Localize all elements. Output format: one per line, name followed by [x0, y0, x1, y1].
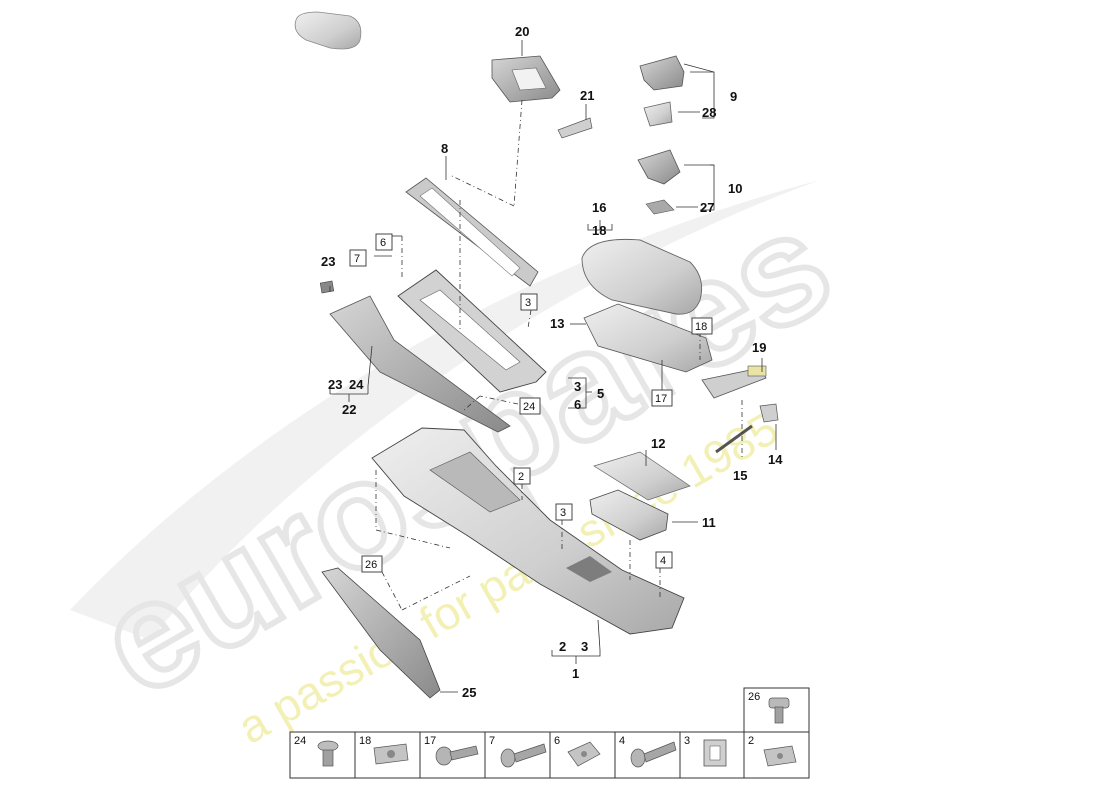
- callout-14: 14: [768, 452, 783, 467]
- fastener-row: 24 18 17 7: [289, 731, 810, 779]
- callout-6-frame: 6: [574, 397, 581, 412]
- boxed-ref-7: 7: [349, 249, 367, 267]
- part-25-side-panel: [321, 567, 441, 699]
- callout-28: 28: [702, 105, 716, 120]
- svg-text:24: 24: [523, 401, 535, 413]
- callout-22: 22: [342, 402, 356, 417]
- fastener-cell-7: 7: [489, 735, 547, 768]
- boxed-ref-2: 2: [513, 467, 531, 485]
- callout-18: 18: [592, 223, 606, 238]
- callout-9: 9: [730, 89, 737, 104]
- fastener-label-17: 17: [424, 735, 436, 747]
- fastener-label-2: 2: [748, 735, 754, 747]
- part-15-cable: [715, 424, 753, 454]
- fastener-cell-3: 3: [684, 735, 727, 767]
- fastener-cell-6: 6: [554, 735, 601, 767]
- part-10-cup: [637, 149, 681, 185]
- bolt-long-icon: [630, 741, 677, 768]
- svg-text:6: 6: [380, 237, 386, 249]
- boxed-ref-26: 26: [361, 555, 383, 573]
- svg-text:7: 7: [354, 253, 360, 265]
- svg-text:18: 18: [695, 321, 707, 333]
- part-cap: [294, 11, 362, 50]
- fastener-table: 26 24 18: [289, 687, 810, 779]
- fastener-cell-2: 2: [748, 735, 797, 767]
- fastener-cell-17: 17: [424, 735, 479, 766]
- callout-19: 19: [752, 340, 766, 355]
- callout-15: 15: [733, 468, 747, 483]
- screw-flange-icon: [435, 745, 479, 766]
- part-13-storage: [583, 303, 713, 373]
- parts: [294, 11, 779, 699]
- callout-10: 10: [728, 181, 742, 196]
- bolt-flange-icon: [768, 697, 790, 724]
- spring-clip-icon: [567, 741, 601, 767]
- fastener-cell-4: 4: [619, 735, 677, 768]
- callout-3: 3: [581, 639, 588, 654]
- fastener-label-4: 4: [619, 735, 625, 747]
- part-23-pad: [319, 280, 335, 294]
- boxed-ref-18: 18: [691, 317, 713, 335]
- svg-text:3: 3: [525, 297, 531, 309]
- fastener-cell-24: 24: [294, 735, 339, 767]
- part-12-cover: [593, 451, 691, 501]
- square-clip-icon: [703, 739, 727, 767]
- part-9-cup: [639, 55, 685, 91]
- callout-2: 2: [559, 639, 566, 654]
- callout-25: 25: [462, 685, 476, 700]
- watermark-swoosh: [70, 180, 820, 640]
- boxed-ref-24: 24: [519, 397, 541, 415]
- callout-27: 27: [700, 200, 714, 215]
- part-22-side-trim: [329, 295, 511, 433]
- fastener-label-26: 26: [748, 691, 760, 703]
- callout-8: 8: [441, 141, 448, 156]
- u-nut-icon: [763, 745, 797, 767]
- part-28-insert: [643, 101, 673, 127]
- callout-16: 16: [592, 200, 606, 215]
- svg-text:26: 26: [365, 559, 377, 571]
- leader-lines: [329, 40, 777, 693]
- clip-nut-icon: [373, 743, 409, 765]
- part-21-bracket: [557, 117, 593, 139]
- boxed-ref-4: 4: [655, 551, 673, 569]
- callout-1: 1: [572, 666, 579, 681]
- callout-13: 13: [550, 316, 564, 331]
- part-27-mat: [645, 199, 675, 215]
- callout-11: 11: [702, 515, 716, 530]
- svg-text:3: 3: [560, 507, 566, 519]
- boxed-ref-17: 17: [651, 389, 673, 407]
- boxed-ref-3-lower: 3: [555, 503, 573, 521]
- bolt-round-head-icon: [317, 740, 339, 767]
- callout-24: 24: [349, 377, 364, 392]
- callout-20: 20: [515, 24, 529, 39]
- callout-23-bottom: 23: [328, 377, 342, 392]
- fastener-cell-26: 26: [743, 687, 810, 733]
- callout-3-frame: 3: [574, 379, 581, 394]
- part-14-switch: [759, 403, 779, 423]
- part-11-tray: [589, 489, 669, 541]
- fastener-label-7: 7: [489, 735, 495, 747]
- fastener-cell-18: 18: [359, 735, 409, 765]
- boxed-ref-6: 6: [375, 233, 393, 251]
- svg-text:17: 17: [655, 393, 667, 405]
- fastener-label-24: 24: [294, 735, 306, 747]
- fastener-label-18: 18: [359, 735, 371, 747]
- callout-23-top: 23: [321, 254, 335, 269]
- fastener-label-3: 3: [684, 735, 690, 747]
- part-16-armrest: [581, 238, 703, 315]
- svg-text:2: 2: [518, 471, 524, 483]
- boxed-ref-3-upper: 3: [520, 293, 538, 311]
- screw-long-icon: [500, 743, 547, 768]
- callouts: 20 21 9 28 10 27 8 16 18 23 13 19 3 6 5 …: [321, 24, 783, 700]
- boxed-refs: 7 6 3 18 17 24 2 3: [349, 233, 713, 573]
- callout-5: 5: [597, 386, 604, 401]
- callout-21: 21: [580, 88, 594, 103]
- svg-text:4: 4: [660, 555, 666, 567]
- callout-12: 12: [651, 436, 665, 451]
- fastener-label-6: 6: [554, 735, 560, 747]
